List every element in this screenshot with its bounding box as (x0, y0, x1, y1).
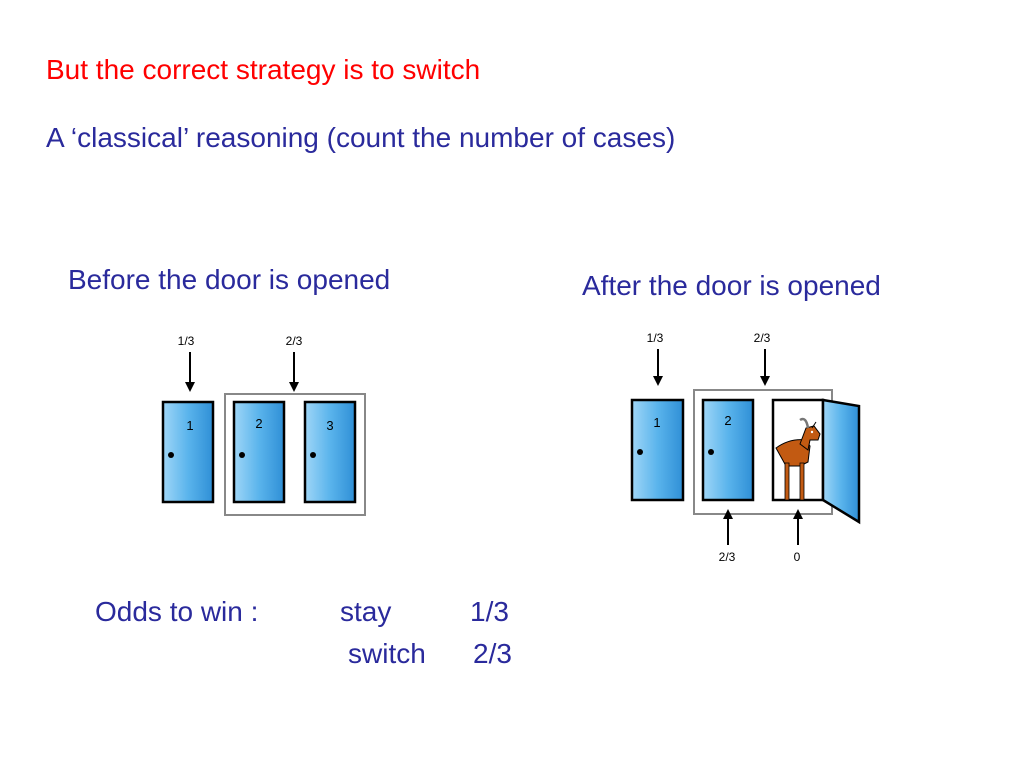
after-top-label-1: 1/3 (647, 331, 664, 345)
after-top-label-2: 2/3 (754, 331, 771, 345)
after-arrow-2 (760, 349, 770, 386)
odds-switch-label: switch (348, 638, 426, 669)
odds-label: Odds to win : (95, 596, 259, 627)
after-bottom-arrow-1 (723, 509, 733, 545)
after-heading: After the door is opened (582, 270, 881, 301)
after-door-1: 1 (630, 398, 685, 502)
svg-text:2: 2 (255, 416, 262, 431)
slide-title: But the correct strategy is to switch (46, 54, 481, 85)
before-arrow-2 (289, 352, 299, 392)
before-door-2: 2 (232, 400, 286, 504)
before-heading: Before the door is opened (68, 264, 391, 295)
slide-subtitle: A ‘classical’ reasoning (count the numbe… (46, 122, 676, 153)
svg-text:2: 2 (724, 413, 731, 428)
svg-text:3: 3 (326, 418, 333, 433)
before-top-label-1: 1/3 (178, 334, 195, 348)
svg-text:1: 1 (653, 415, 660, 430)
goat-icon (775, 417, 821, 501)
after-bottom-label-1: 2/3 (719, 550, 736, 564)
svg-text:1: 1 (186, 418, 193, 433)
after-door-2: 2 (701, 398, 755, 502)
odds-switch-value: 2/3 (473, 638, 512, 669)
odds-stay-value: 1/3 (470, 596, 509, 627)
after-open-door-panel (821, 398, 861, 525)
after-bottom-arrow-2 (793, 509, 803, 545)
after-bottom-label-2: 0 (794, 550, 801, 564)
before-arrow-1 (185, 352, 195, 392)
before-top-label-2: 2/3 (286, 334, 303, 348)
after-arrow-1 (653, 349, 663, 386)
odds-stay-label: stay (340, 596, 392, 627)
before-door-1: 1 (161, 400, 215, 504)
before-door-3: 3 (303, 400, 357, 504)
